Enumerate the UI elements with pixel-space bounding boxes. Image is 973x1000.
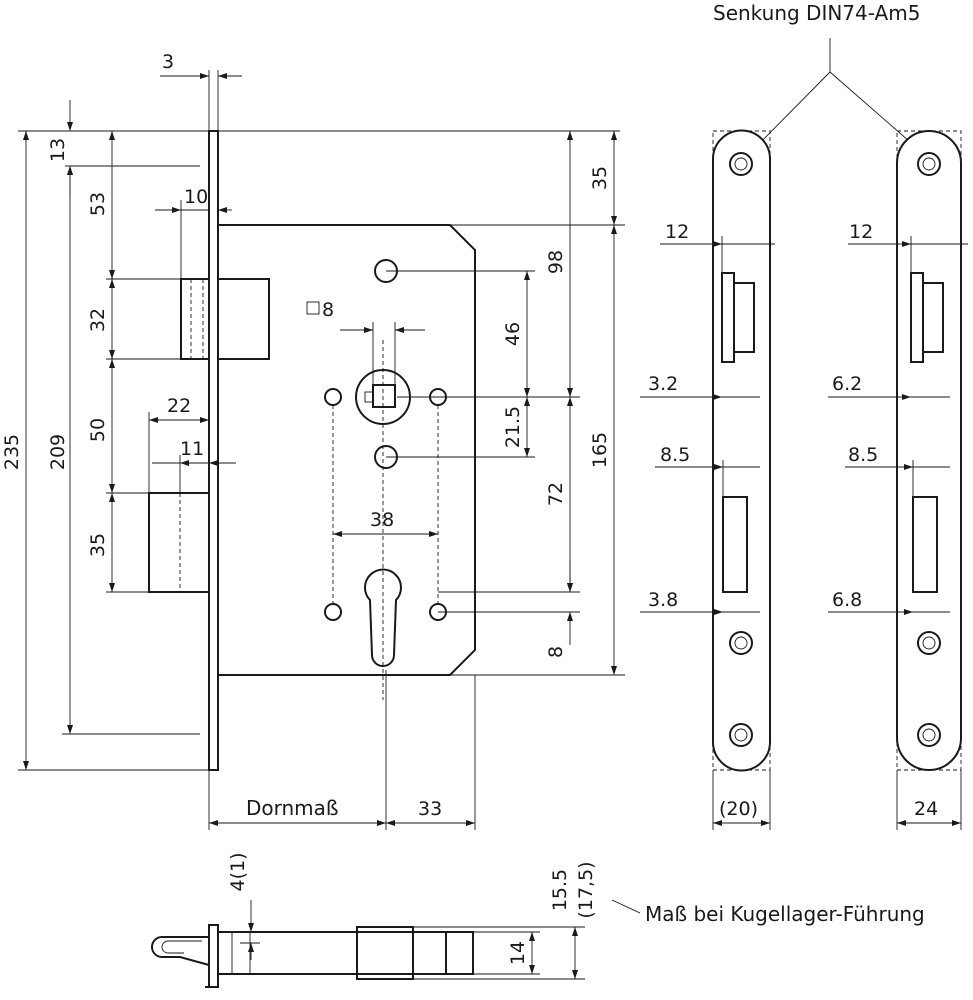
bottom-dim-17-5: (17,5) bbox=[575, 861, 597, 918]
dim-8: 8 bbox=[545, 646, 567, 658]
plate2-dim-6-2: 6.2 bbox=[832, 373, 862, 395]
dim-72: 72 bbox=[545, 482, 567, 506]
dim-13: 13 bbox=[47, 138, 69, 162]
dim-46: 46 bbox=[502, 322, 524, 346]
bottom-dim-14: 14 bbox=[507, 941, 529, 965]
fixing-hole-left-lower bbox=[324, 603, 342, 621]
fixing-hole-left-upper bbox=[324, 388, 342, 406]
plate1-dim-12: 12 bbox=[665, 221, 689, 243]
countersink-label: Senkung DIN74-Am5 bbox=[713, 1, 920, 25]
dim-32: 32 bbox=[87, 308, 109, 332]
square-symbol-icon bbox=[306, 301, 320, 315]
latch-bolt-back bbox=[217, 278, 270, 360]
dim-38: 38 bbox=[370, 509, 394, 531]
plate1-dim-3-8: 3.8 bbox=[648, 589, 678, 611]
spindle-square-label: 8 bbox=[322, 299, 334, 321]
lock-case bbox=[218, 224, 476, 676]
dim-21-5: 21.5 bbox=[502, 406, 524, 448]
plate2-dim-12: 12 bbox=[849, 221, 873, 243]
plate2-dim-6-8: 6.8 bbox=[832, 589, 862, 611]
dead-bolt bbox=[148, 492, 210, 593]
dim-10: 10 bbox=[184, 186, 208, 208]
dim-53: 53 bbox=[87, 192, 109, 216]
dim-33: 33 bbox=[418, 798, 442, 820]
plate2-dim-width: 24 bbox=[914, 798, 938, 820]
faceplate bbox=[208, 130, 219, 771]
dim-22: 22 bbox=[167, 395, 191, 417]
backset-label: Dornmaß bbox=[246, 796, 339, 820]
ball-bearing-note: Maß bei Kugellager-Führung bbox=[645, 902, 925, 926]
dim-50: 50 bbox=[87, 418, 109, 442]
lock-top-view: 4(1) 14 15.5 (17,5) Maß bei Kugellager-F… bbox=[151, 852, 925, 988]
dim-35-right: 35 bbox=[589, 166, 611, 190]
lock-side-view bbox=[148, 130, 476, 771]
bottom-dim-15-5: 15.5 bbox=[549, 869, 571, 911]
plate1-dim-8-5: 8.5 bbox=[660, 444, 690, 466]
dimensions-main: 3 13 53 32 50 35 235 209 10 bbox=[1, 51, 625, 830]
profile-cylinder-cutout bbox=[364, 568, 402, 667]
dim-209: 209 bbox=[47, 434, 69, 470]
spindle-square bbox=[372, 384, 396, 408]
plate1-dim-width: (20) bbox=[719, 798, 758, 820]
faceplate-view-wide: 12 6.2 8.5 6.8 24 bbox=[828, 130, 968, 830]
plate2-dim-8-5: 8.5 bbox=[848, 444, 878, 466]
dim-165: 165 bbox=[589, 432, 611, 468]
bottom-dim-4-1: 4(1) bbox=[227, 852, 249, 891]
dim-front-thickness: 3 bbox=[162, 51, 174, 73]
faceplate-view-standard: 12 3.2 8.5 3.8 (20) bbox=[640, 129, 775, 830]
dim-11: 11 bbox=[180, 438, 204, 460]
dim-235: 235 bbox=[1, 434, 23, 470]
dim-98: 98 bbox=[545, 250, 567, 274]
plate1-dim-3-2: 3.2 bbox=[648, 373, 678, 395]
latch-bolt bbox=[180, 278, 210, 360]
dim-35-left: 35 bbox=[87, 533, 109, 557]
